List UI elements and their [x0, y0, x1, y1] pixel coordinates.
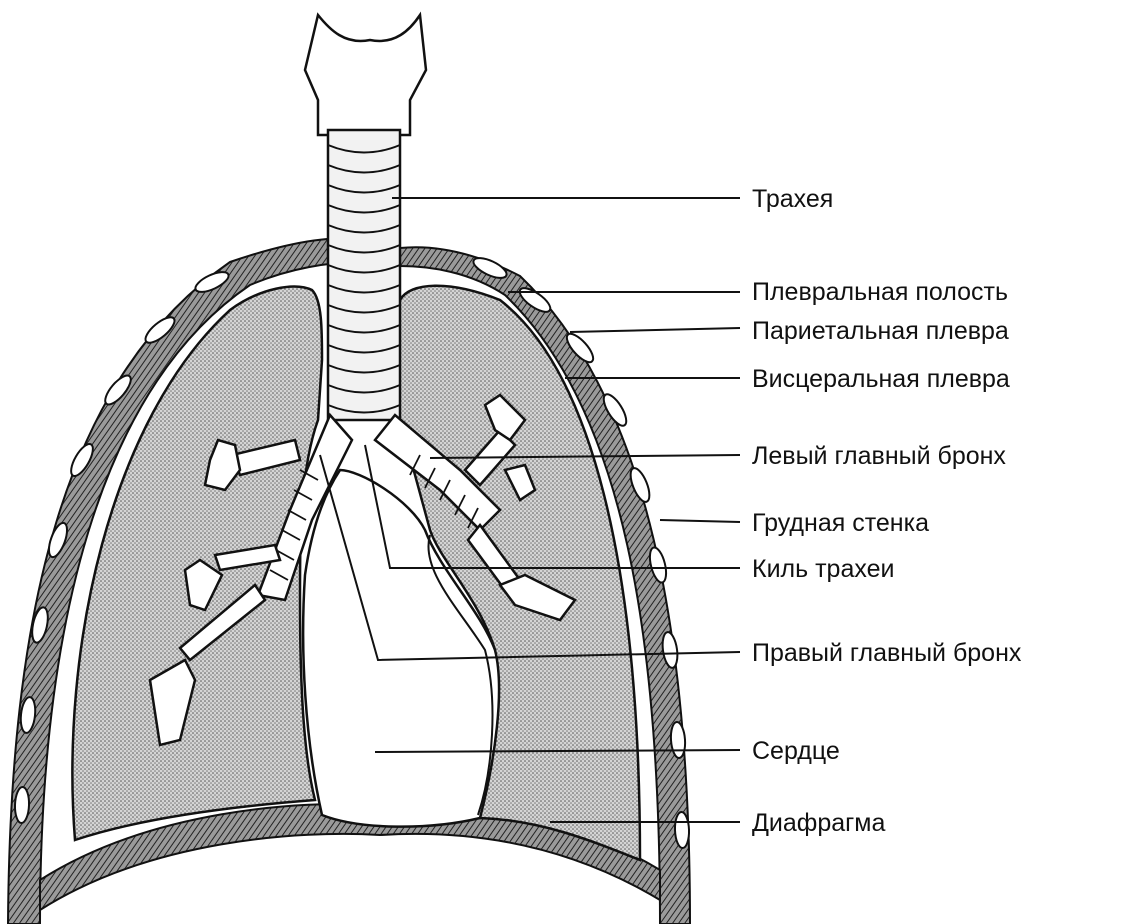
label-visceral-pleura: Висцеральная плевра: [752, 365, 1010, 393]
label-pleural-cavity: Плевральная полость: [752, 278, 1008, 306]
label-right-main-bronchus: Правый главный бронх: [752, 639, 1022, 667]
label-trachea: Трахея: [752, 185, 833, 213]
label-heart: Сердце: [752, 737, 840, 765]
label-diaphragm: Диафрагма: [752, 809, 885, 837]
label-parietal-pleura: Париетальная плевра: [752, 317, 1009, 345]
larynx: [305, 15, 426, 135]
trachea: [328, 130, 400, 420]
label-left-main-bronchus: Левый главный бронх: [752, 442, 1006, 470]
label-carina: Киль трахеи: [752, 555, 894, 583]
labels: Трахея Плевральная полость Париетальная …: [752, 185, 1022, 837]
label-chest-wall: Грудная стенка: [752, 509, 929, 537]
